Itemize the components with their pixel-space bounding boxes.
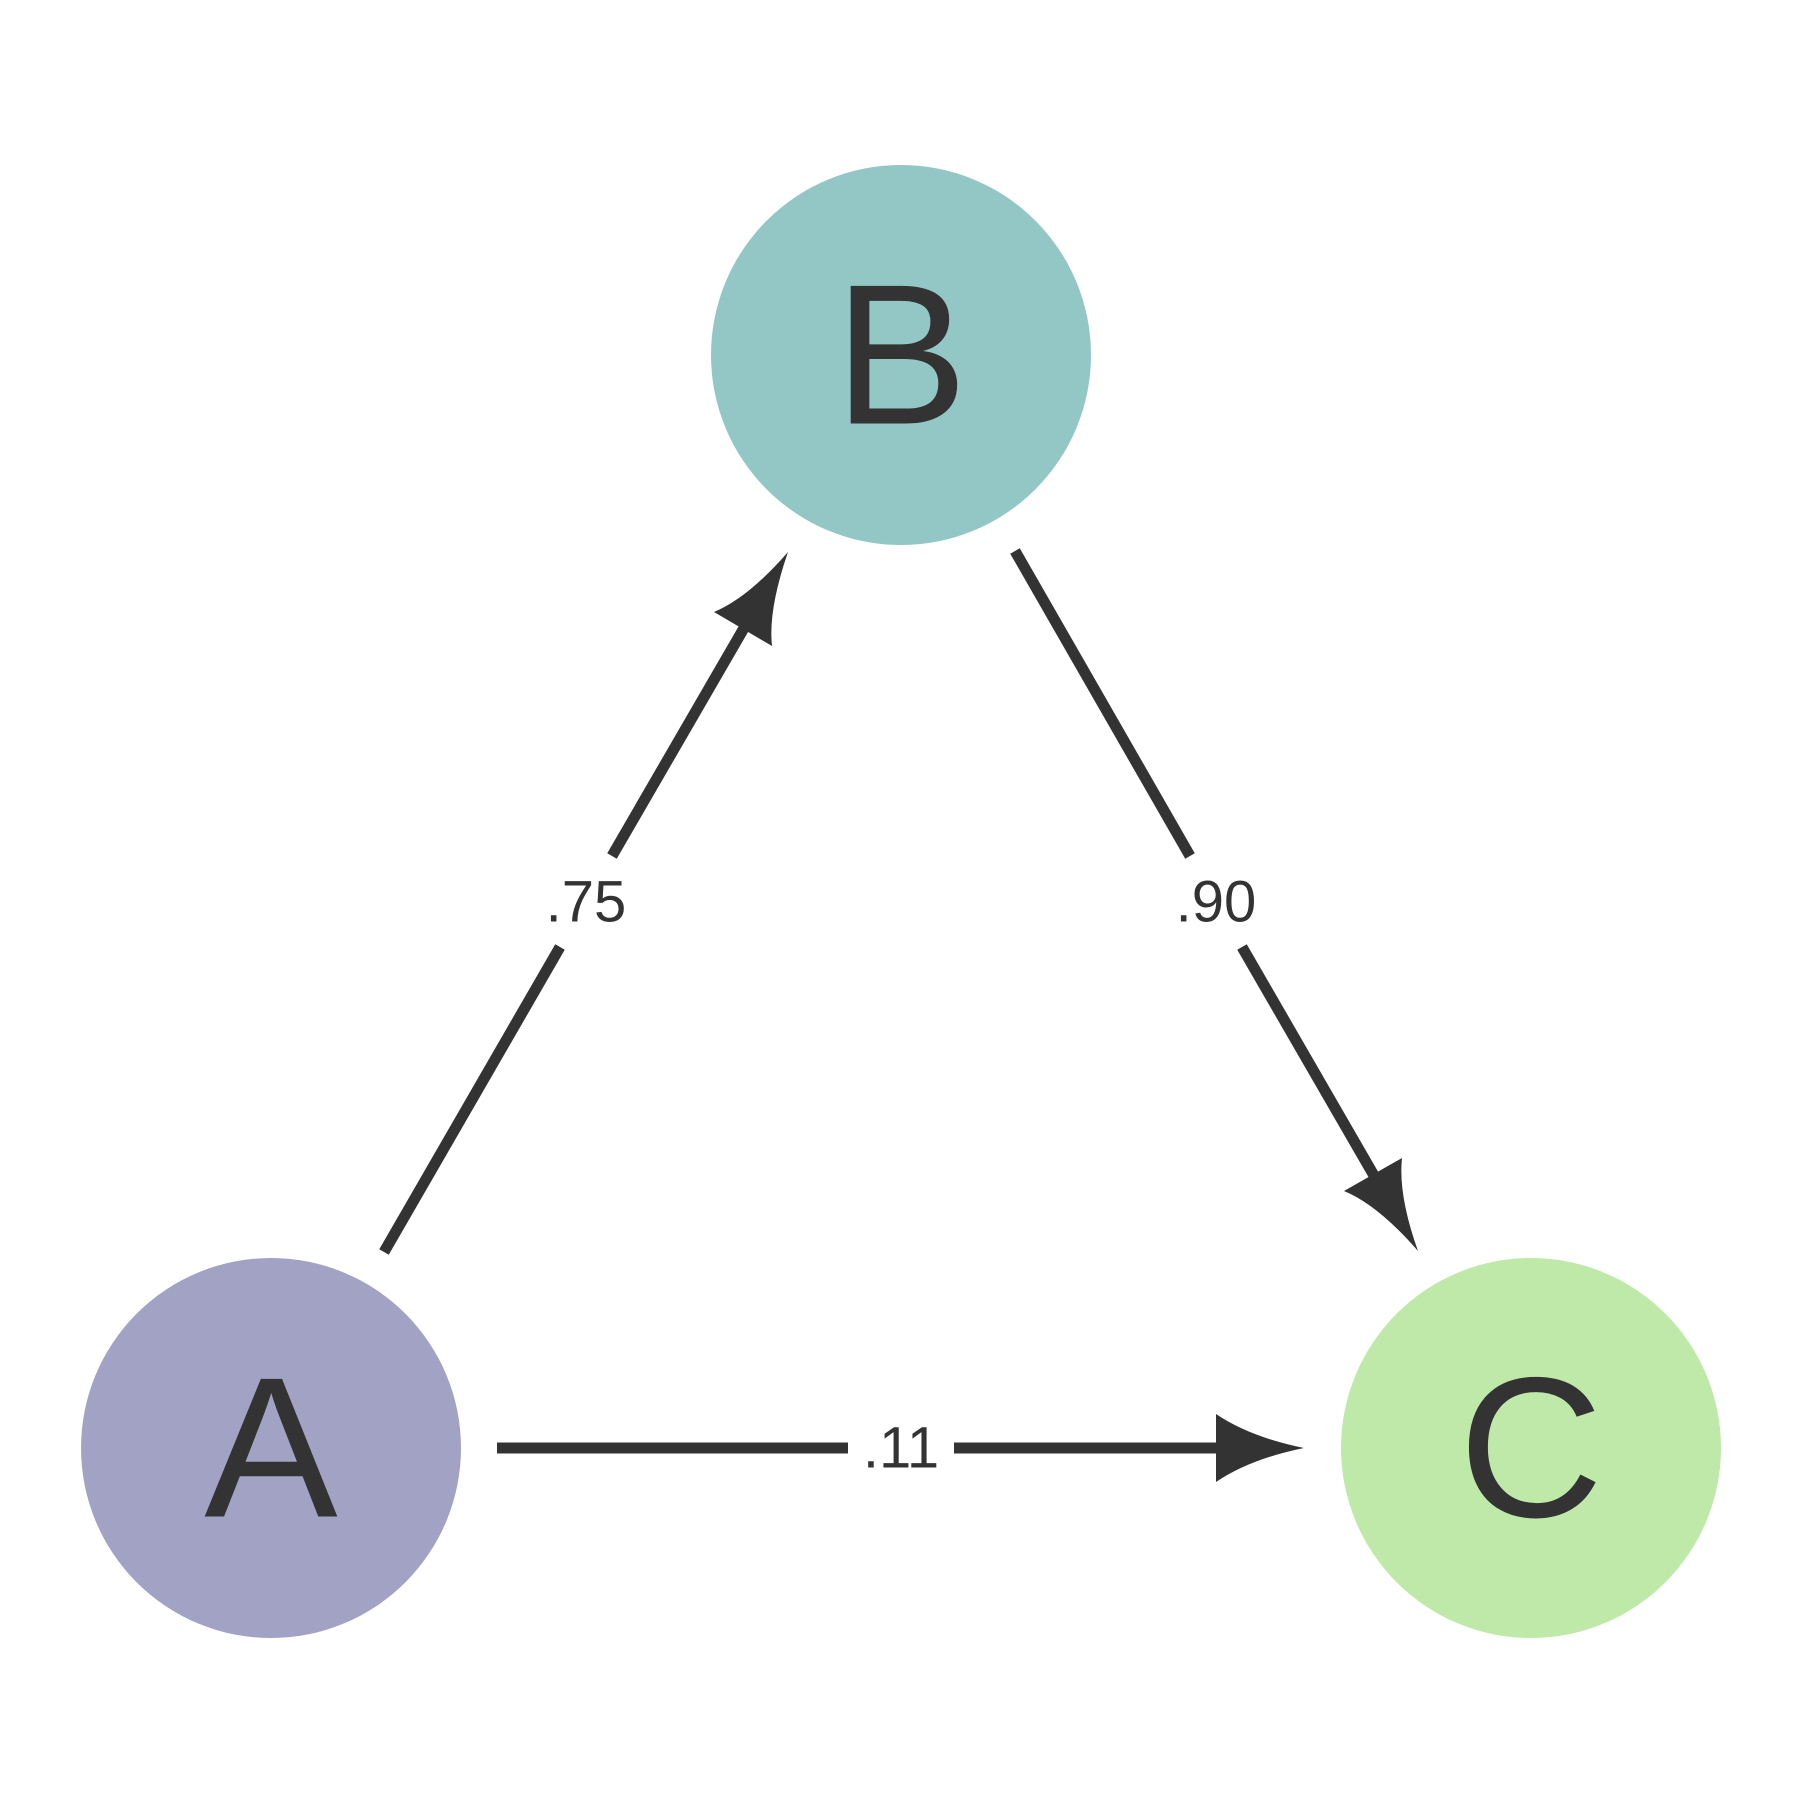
node-b-label: B [834,244,967,467]
node-c-circle [1341,1258,1721,1638]
edge-a-to-c-arrow-icon [1216,1414,1304,1482]
node-a: A [81,1258,461,1638]
edge-a-to-b-line-upper [607,625,749,859]
node-b-circle [711,165,1091,545]
edge-b-to-c-label: .90 [1176,870,1257,935]
edge-b-to-c-line-upper [1010,548,1195,859]
edge-b-to-c-line-lower [1237,944,1385,1189]
edge-a-to-b-line-lower [379,944,565,1255]
node-a-label: A [204,1337,338,1560]
edge-a-to-b-arrow-icon [714,552,788,646]
edge-a-to-c: .11 [497,1414,1304,1482]
node-b: B [711,165,1091,545]
edge-b-to-c-arrow-icon [1344,1158,1418,1251]
edge-a-to-c-label: .11 [863,1416,939,1481]
edge-b-to-c: .90 [1010,548,1418,1251]
edge-a-to-b: .75 [379,552,788,1255]
node-c-label: C [1459,1337,1603,1560]
node-c: C [1341,1258,1721,1638]
edge-a-to-b-label: .75 [546,870,627,935]
node-a-circle [81,1258,461,1638]
